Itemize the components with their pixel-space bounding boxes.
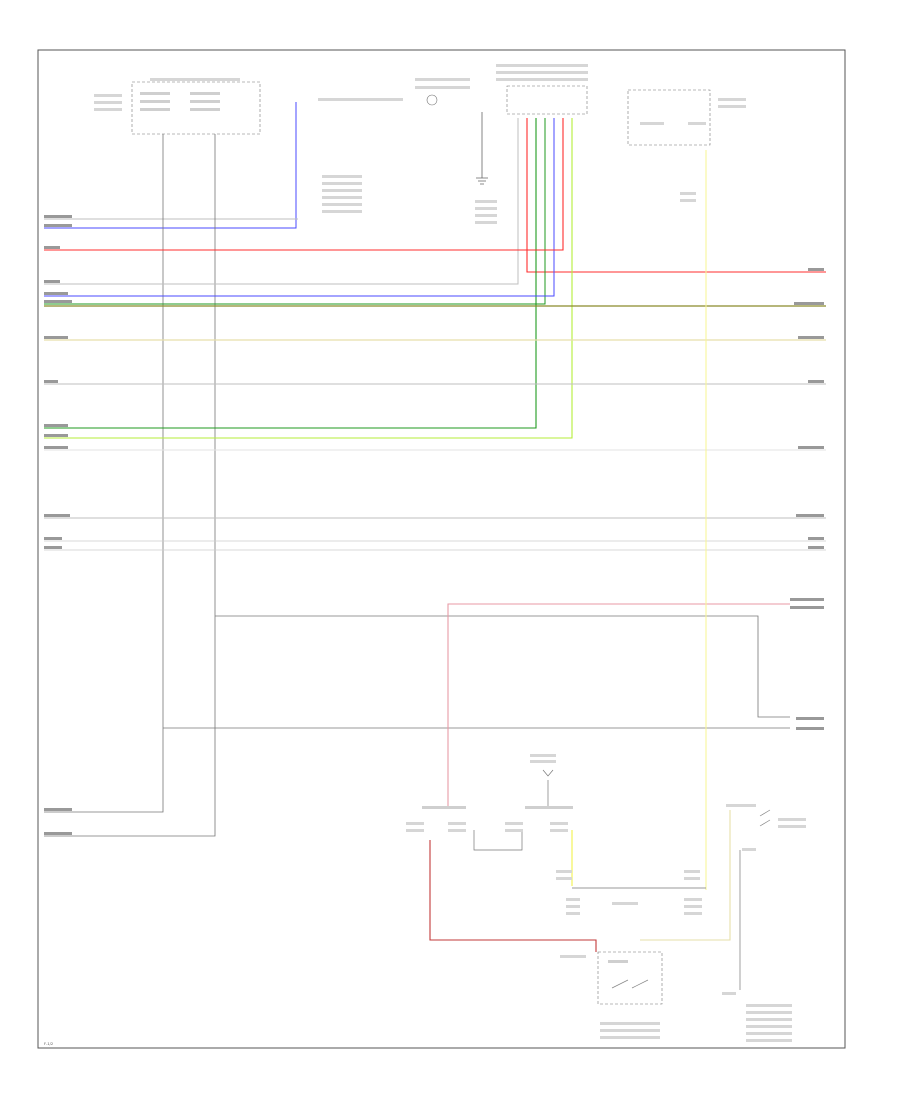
motor-symbol-icon: [426, 94, 438, 106]
wire-darkred: [429, 840, 597, 952]
vertical-wires-top: [44, 102, 826, 837]
switch-contact-icon: [611, 979, 649, 989]
horizontal-bus-wires: [44, 305, 826, 551]
lower-components: [406, 754, 806, 1042]
wire-red-left: [44, 118, 564, 251]
page-code: F-1/2: [44, 1042, 53, 1046]
top-components: [94, 64, 746, 224]
wire-red-right: [526, 118, 826, 273]
edge-terminals: [44, 215, 824, 835]
component-ecm-connector: [506, 85, 588, 115]
ground-symbol-icon: [476, 177, 488, 185]
wire-green: [44, 118, 537, 429]
wire-pink: [447, 603, 790, 808]
component-switch-right: [627, 89, 711, 146]
diagram-frame: [37, 49, 846, 1049]
wire-gray-left-b: [44, 134, 216, 837]
wire-lime: [44, 118, 573, 439]
lower-wires: [163, 150, 790, 990]
wire-gray-left-a: [44, 134, 164, 813]
component-relay-bottom: [597, 951, 663, 1005]
wire-blue-top: [44, 102, 297, 229]
connector-pin-icon: [542, 769, 554, 777]
